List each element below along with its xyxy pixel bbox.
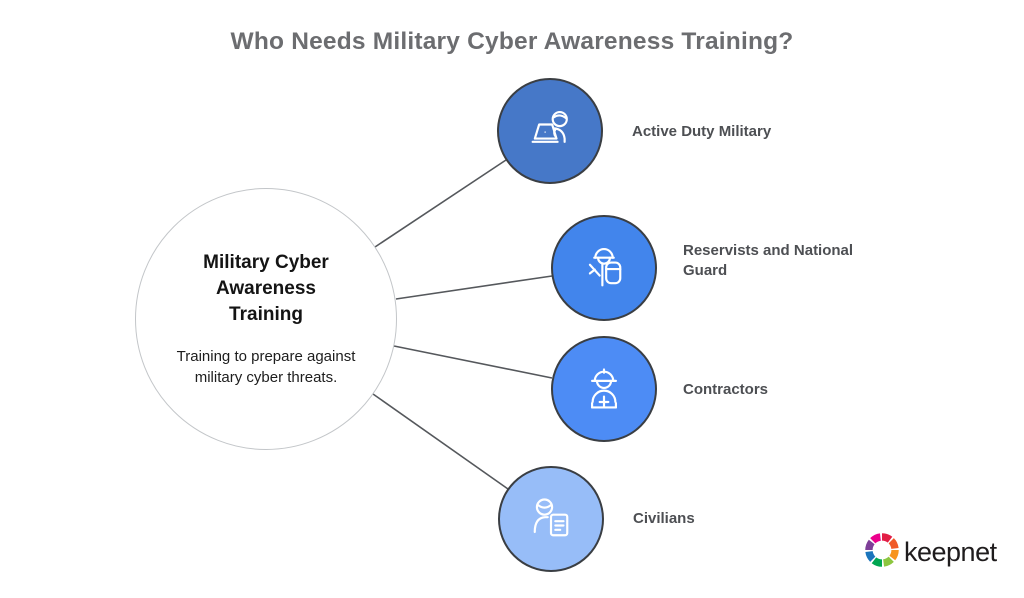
node-circle-civilians — [498, 466, 604, 572]
connector-line-contractors — [393, 345, 553, 379]
node-label-contractors: Contractors — [683, 381, 769, 398]
keepnet-logo-text: keepnet — [904, 537, 997, 567]
connector-line-reservists — [395, 275, 553, 300]
person-with-document-icon — [525, 493, 577, 545]
soldier-with-backpack-icon — [578, 242, 630, 294]
central-topic-description: Training to prepare against military cyb… — [176, 348, 356, 386]
node-label-civilians: Civilians — [633, 510, 695, 527]
node-label-active-duty: Active Duty Military — [632, 123, 772, 140]
central-topic-circle: Military Cyber Awareness Training Traini… — [135, 188, 397, 450]
node-circle-active-duty — [497, 78, 603, 184]
page-title: Who Needs Military Cyber Awareness Train… — [230, 28, 794, 55]
connector-line-active-duty — [374, 159, 507, 248]
node-circle-reservists — [551, 215, 657, 321]
node-circle-contractors — [551, 336, 657, 442]
construction-worker-icon — [578, 363, 630, 415]
connector-line-civilians — [372, 393, 509, 490]
node-label-reservists: Reservists and National Guard — [683, 242, 854, 279]
keepnet-pinwheel-icon — [863, 531, 901, 574]
keepnet-logo: keepnet — [863, 531, 997, 574]
central-topic-heading: Military Cyber Awareness Training — [203, 252, 329, 325]
soldier-at-laptop-icon — [524, 105, 576, 157]
